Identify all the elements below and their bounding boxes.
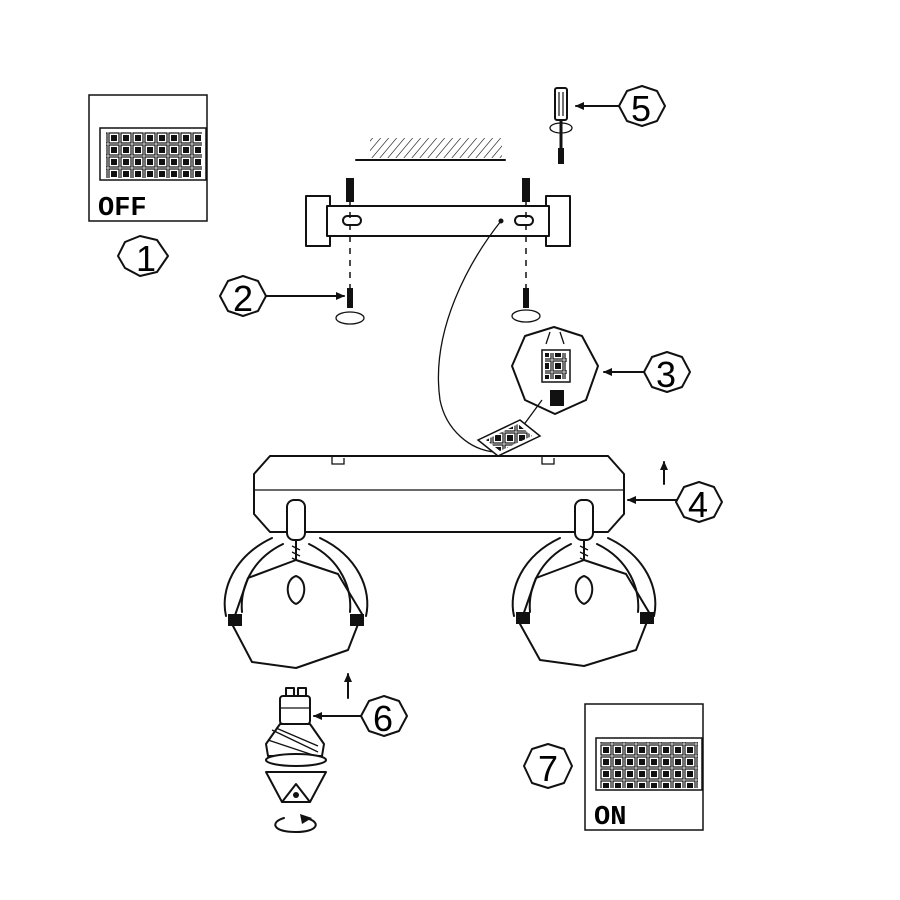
ceiling-hatch [355, 138, 506, 161]
step-7-number: 7 [538, 748, 558, 789]
switch-on-label: ON [594, 803, 626, 833]
circuit-breaker-icon [595, 737, 703, 791]
step-3-number: 3 [656, 354, 676, 395]
step-1-number: 1 [136, 238, 156, 279]
step-6-number: 6 [373, 698, 393, 739]
step-5-number: 5 [631, 88, 651, 129]
step-6-badge: 6 [360, 695, 408, 739]
step-5-badge: 5 [618, 85, 666, 129]
step-2-number: 2 [233, 278, 253, 319]
spotlight-left [223, 499, 369, 669]
step-4-number: 4 [688, 484, 708, 525]
connector-detail [511, 326, 599, 415]
wall-plug-right [522, 178, 530, 202]
gu10-bulb-icon [265, 687, 327, 767]
mounting-bracket [305, 195, 571, 247]
step-4-badge: 4 [675, 481, 723, 525]
step-3-badge: 3 [643, 351, 691, 395]
step-2-badge: 2 [219, 275, 267, 319]
circuit-breaker-icon [99, 127, 207, 181]
switch-on-panel: ON [584, 703, 704, 833]
spotlight-right [511, 499, 657, 667]
step-1-badge: 1 [117, 235, 169, 279]
switch-off-label: OFF [98, 194, 147, 224]
screw-left [335, 288, 365, 325]
switch-off-panel: OFF [88, 94, 208, 224]
wall-plug-left [346, 178, 354, 202]
screw-right [511, 288, 541, 323]
supply-cable [437, 220, 502, 453]
bulb-ring-icon [265, 771, 327, 803]
rotate-arrow-icon [274, 814, 317, 833]
lamp-base-plate [253, 455, 625, 533]
step-7-badge: 7 [523, 743, 573, 789]
terminal-block [476, 419, 542, 457]
screwdriver-icon [549, 87, 573, 164]
